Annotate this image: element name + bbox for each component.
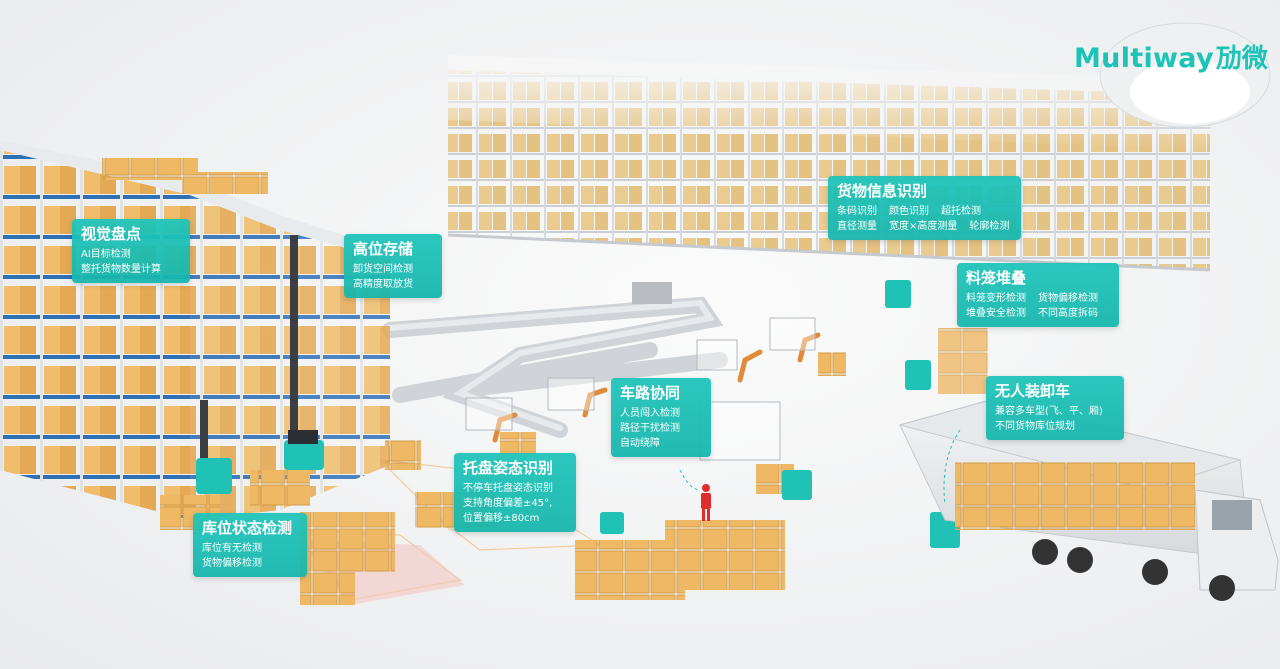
callout-line: 轮廓检测 [969,221,1010,232]
callout-line: 整托货物数量计算 [81,264,161,275]
callout-title: 货物信息识别 [837,182,928,200]
top-pallet [102,158,198,180]
callout-line: 堆叠安全检测 [966,308,1026,319]
callout-line: 直径测量 [837,221,877,232]
callout-line: 货物偏移检测 [1038,293,1098,304]
camera-dome-highlight [1130,60,1250,124]
callout-road: 车路协同 人员闯入检测 路径干扰检测 自动绕障 [611,378,711,457]
callout-line: 卸货空间检测 [353,264,413,275]
callout-line: 自动绕障 [620,438,660,449]
floor-pallets [160,352,846,605]
callout-title: 库位状态检测 [202,519,293,537]
reach-truck [284,235,324,470]
connector-line [679,469,701,491]
callout-title: 托盘姿态识别 [463,459,554,477]
person-figure [701,484,711,521]
callout-title: 料笼堆叠 [966,269,1027,287]
robot-arms [492,332,821,443]
callout-line: 人员闯入检测 [620,408,680,419]
callout-line: 支持角度偏差±45°, [463,498,553,509]
logo-text-en: Multiway [1074,43,1214,74]
callout-pallet-pose: 托盘姿态识别 不停车托盘姿态识别 支持角度偏差±45°, 位置偏移±80cm [454,453,576,532]
front-rack-left [0,140,390,520]
conveyor-box [632,282,672,304]
callout-title: 无人装卸车 [995,382,1071,400]
callout-visual-inventory: 视觉盘点 AI目标检测 整托货物数量计算 [72,219,190,283]
callout-title: 视觉盘点 [81,225,142,243]
callout-line: AI目标检测 [81,249,131,260]
logo-text-cn: 劢微 [1215,44,1268,74]
conveyor-highlights [387,299,716,431]
cages [465,317,816,461]
truck [898,399,1279,601]
callout-line: 料笼变形检测 [966,293,1026,304]
callout-cage-stack: 料笼堆叠 料笼变形检测 货物偏移检测 堆叠安全检测 不同高度拆码 [957,263,1119,327]
callout-line: 宽度×高度测量 [889,221,958,232]
callout-cargo-info: 货物信息识别 条码识别 颜色识别 超托检测 直径测量 宽度×高度测量 轮廓检测 [828,176,1021,240]
callout-line: 超托检测 [941,206,981,217]
callout-line: 不同高度拆码 [1038,308,1098,319]
top-pallet [182,172,268,194]
callout-line: 位置偏移±80cm [463,513,540,524]
callout-line: 不同货物库位规划 [995,421,1075,432]
reach-truck [196,400,232,494]
cage-stack [938,328,988,394]
callout-line: 颜色识别 [889,206,929,217]
callout-title: 高位存储 [353,240,414,258]
callout-title: 车路协同 [620,384,681,402]
agv-robots [600,280,960,548]
callout-line: 库位有无检测 [202,543,262,554]
connector-line [943,429,961,506]
brand-logo: Multiway 劢微 [1074,38,1268,75]
callout-line: 货物偏移检测 [202,558,262,569]
callout-high-storage: 高位存储 卸货空间检测 高精度取放货 [344,234,442,298]
callout-unload: 无人装卸车 兼容多车型(飞、平、厢) 不同货物库位规划 [986,376,1124,440]
callout-line: 条码识别 [837,206,877,217]
callout-line: 兼容多车型(飞、平、厢) [995,406,1103,417]
callout-line: 不停车托盘姿态识别 [463,483,553,494]
callout-slot-status: 库位状态检测 库位有无检测 货物偏移检测 [193,513,307,577]
callout-line: 路径干扰检测 [620,423,680,434]
callout-line: 高精度取放货 [353,279,413,290]
